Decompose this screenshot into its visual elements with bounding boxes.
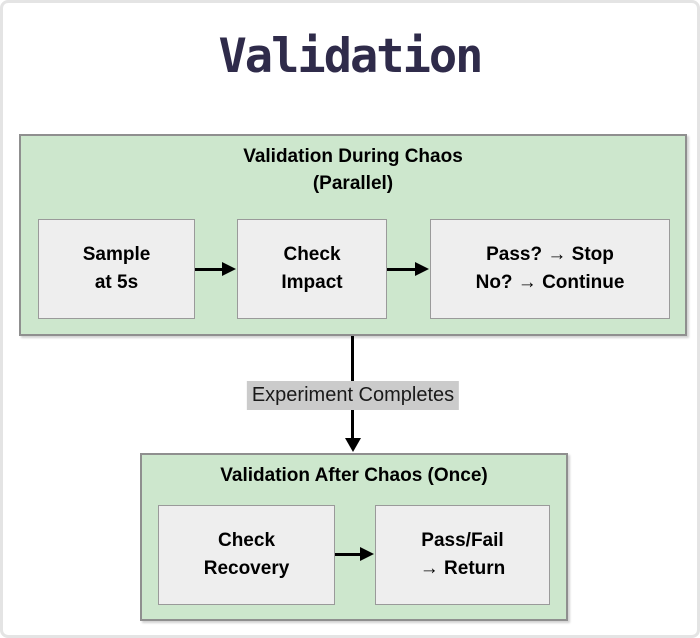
node-passfail-line2: → Return <box>419 558 506 579</box>
node-pass-stop-line1: Pass? → Stop <box>486 244 614 265</box>
node-recovery-line2: Recovery <box>203 558 290 579</box>
transition-label: Experiment Completes <box>246 381 460 410</box>
container-validation-after-chaos: Validation After Chaos (Once) Check Reco… <box>140 453 568 621</box>
node-passfail-line1: Pass/Fail <box>421 530 504 551</box>
arrow-right-icon <box>387 262 429 276</box>
node-check-impact: Check Impact <box>237 219 387 319</box>
node-impact-line1: Check <box>283 244 341 265</box>
arrow-down-head-icon <box>345 438 361 452</box>
container-during-title-line2: (Parallel) <box>312 173 394 194</box>
node-sample-at-5s: Sample at 5s <box>38 219 195 319</box>
container-during-title-line1: Validation During Chaos <box>243 146 463 167</box>
container-validation-during-chaos: Validation During Chaos (Parallel) Sampl… <box>19 134 687 336</box>
node-sample-line2: at 5s <box>94 272 139 293</box>
node-pass-stop-line2: No? → Continue <box>475 272 625 293</box>
arrow-right-icon <box>335 547 374 561</box>
page-title: Validation <box>218 29 484 84</box>
arrow-right-icon <box>195 262 236 276</box>
container-after-title: Validation After Chaos (Once) <box>220 465 488 486</box>
container-during-title: Validation During Chaos (Parallel) <box>21 143 685 197</box>
node-check-recovery: Check Recovery <box>158 505 335 605</box>
node-sample-line1: Sample <box>82 244 151 265</box>
node-pass-fail-return: Pass/Fail → Return <box>375 505 550 605</box>
node-recovery-line1: Check <box>217 530 276 551</box>
node-impact-line2: Impact <box>281 272 343 293</box>
node-pass-stop-continue: Pass? → Stop No? → Continue <box>430 219 670 319</box>
